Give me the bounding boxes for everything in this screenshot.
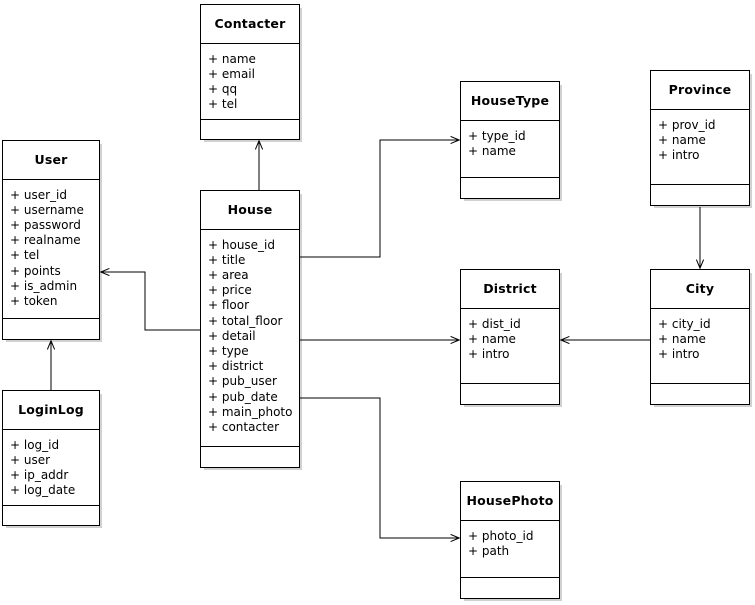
attribute-row: + name — [658, 331, 706, 346]
attribute-row: + dist_id — [468, 316, 521, 331]
class-attributes-city: + city_id+ name+ intro — [651, 309, 749, 384]
class-attributes-housephoto: + photo_id+ path — [461, 521, 559, 578]
uml-class-province[interactable]: Province+ prov_id+ name+ intro — [650, 70, 750, 206]
class-operations-house — [201, 447, 299, 467]
attribute-row: + area — [208, 267, 249, 282]
attribute-row: + district — [208, 359, 264, 374]
class-name-user: User — [3, 141, 99, 180]
attribute-row: + tel — [10, 248, 40, 263]
attribute-row: + floor — [208, 298, 250, 313]
class-attributes-housetype: + type_id+ name — [461, 121, 559, 178]
attribute-row: + intro — [658, 346, 700, 361]
attribute-row: + main_photo — [208, 404, 293, 419]
attribute-row: + photo_id — [468, 528, 534, 543]
class-operations-housephoto — [461, 578, 559, 598]
attribute-row: + log_date — [10, 483, 76, 498]
class-name-province: Province — [651, 71, 749, 110]
class-operations-city — [651, 384, 749, 404]
attribute-row: + total_floor — [208, 313, 283, 328]
class-operations-province — [651, 185, 749, 205]
attribute-row: + detail — [208, 328, 256, 343]
attribute-row: + title — [208, 252, 246, 267]
association-house-to-housephoto — [300, 397, 459, 538]
uml-class-housephoto[interactable]: HousePhoto+ photo_id+ path — [460, 481, 560, 599]
class-attributes-contacter: + name+ email+ qq+ tel — [201, 44, 299, 121]
attribute-row: + is_admin — [10, 278, 78, 293]
class-operations-contacter — [201, 120, 299, 140]
attribute-row: + token — [10, 293, 58, 308]
class-operations-loginlog — [3, 506, 99, 526]
association-house-to-user — [101, 272, 200, 331]
uml-class-user[interactable]: User+ user_id+ username+ password+ realn… — [2, 140, 100, 340]
class-name-house: House — [201, 191, 299, 230]
attribute-row: + name — [468, 143, 516, 158]
attribute-row: + username — [10, 202, 84, 217]
attribute-row: + pub_date — [208, 389, 278, 404]
uml-class-loginlog[interactable]: LoginLog+ log_id+ user+ ip_addr+ log_dat… — [2, 390, 100, 526]
class-operations-user — [3, 319, 99, 339]
class-attributes-district: + dist_id+ name+ intro — [461, 309, 559, 384]
attribute-row: + price — [208, 283, 252, 298]
class-operations-housetype — [461, 178, 559, 198]
uml-class-housetype[interactable]: HouseType+ type_id+ name — [460, 81, 560, 199]
attribute-row: + points — [10, 263, 61, 278]
attribute-row: + city_id — [658, 316, 711, 331]
attribute-row: + path — [468, 543, 510, 558]
class-attributes-user: + user_id+ username+ password+ realname+… — [3, 180, 99, 319]
attribute-row: + password — [10, 217, 81, 232]
class-attributes-province: + prov_id+ name+ intro — [651, 110, 749, 185]
class-operations-district — [461, 384, 559, 404]
attribute-row: + name — [658, 132, 706, 147]
attribute-row: + prov_id — [658, 117, 716, 132]
attribute-row: + email — [208, 66, 255, 81]
attribute-row: + type — [208, 343, 249, 358]
uml-class-contacter[interactable]: Contacter+ name+ email+ qq+ tel — [200, 4, 300, 140]
uml-class-house[interactable]: House+ house_id+ title+ area+ price+ flo… — [200, 190, 300, 468]
class-name-loginlog: LoginLog — [3, 391, 99, 430]
attribute-row: + intro — [468, 346, 510, 361]
uml-class-city[interactable]: City+ city_id+ name+ intro — [650, 269, 750, 405]
class-name-district: District — [461, 270, 559, 309]
class-attributes-house: + house_id+ title+ area+ price+ floor+ t… — [201, 230, 299, 447]
attribute-row: + tel — [208, 97, 238, 112]
attribute-row: + contacter — [208, 419, 280, 434]
class-name-city: City — [651, 270, 749, 309]
attribute-row: + ip_addr — [10, 467, 69, 482]
association-house-to-housetype — [300, 140, 459, 258]
class-name-housetype: HouseType — [461, 82, 559, 121]
attribute-row: + pub_user — [208, 374, 277, 389]
attribute-row: + name — [208, 51, 256, 66]
uml-class-district[interactable]: District+ dist_id+ name+ intro — [460, 269, 560, 405]
attribute-row: + house_id — [208, 237, 276, 252]
attribute-row: + log_id — [10, 437, 60, 452]
class-name-housephoto: HousePhoto — [461, 482, 559, 521]
attribute-row: + name — [468, 331, 516, 346]
attribute-row: + realname — [10, 233, 81, 248]
attribute-row: + intro — [658, 147, 700, 162]
attribute-row: + type_id — [468, 128, 526, 143]
attribute-row: + user — [10, 452, 51, 467]
attribute-row: + user_id — [10, 187, 67, 202]
class-name-contacter: Contacter — [201, 5, 299, 44]
class-attributes-loginlog: + log_id+ user+ ip_addr+ log_date — [3, 430, 99, 507]
attribute-row: + qq — [208, 81, 238, 96]
